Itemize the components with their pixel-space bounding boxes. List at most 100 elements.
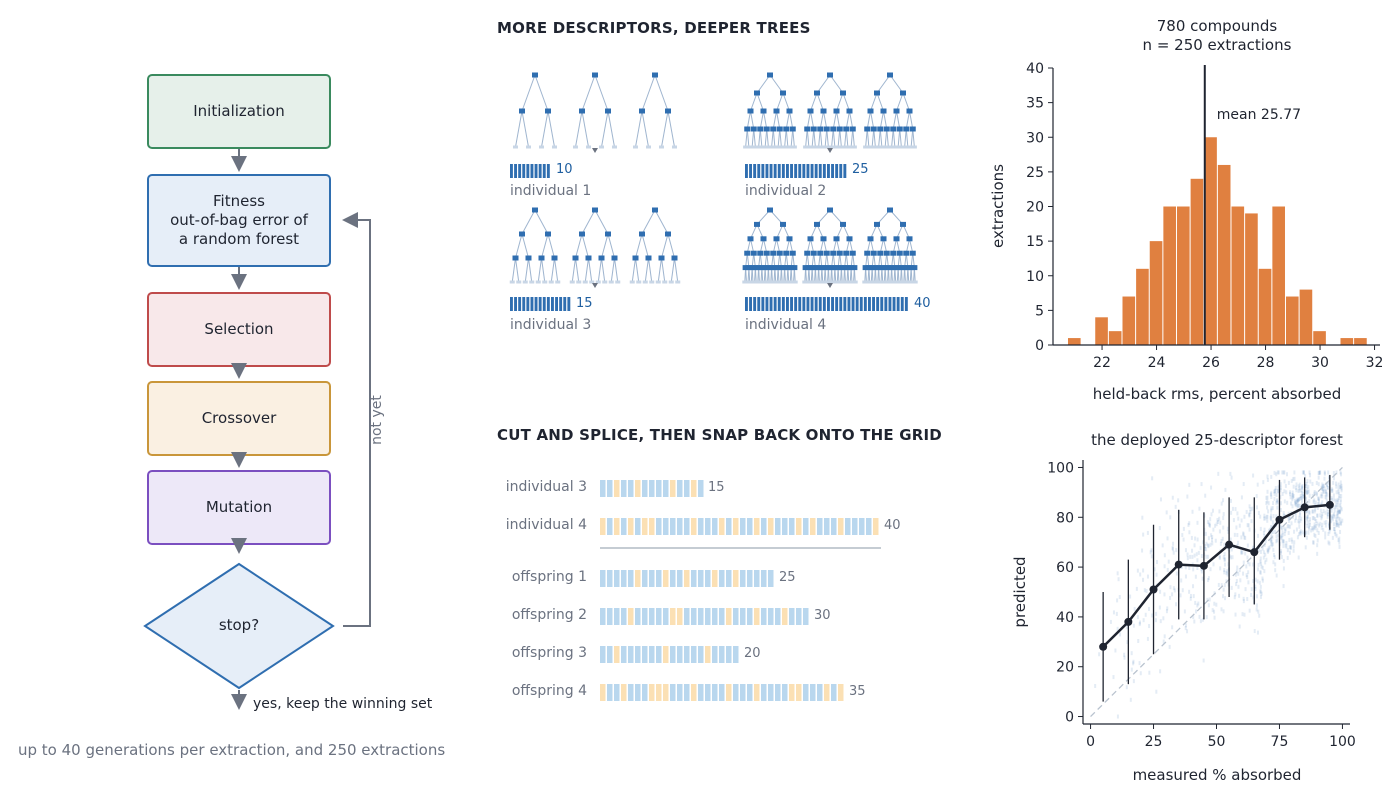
scatter-point — [1146, 636, 1149, 641]
scatter-point — [1339, 470, 1342, 475]
scatter-point — [1316, 513, 1319, 518]
scatter-point — [1189, 593, 1192, 598]
scatter-point — [1258, 547, 1261, 552]
scatter-point — [1266, 489, 1269, 494]
scatter-point — [1322, 509, 1325, 514]
scatter-point — [1335, 499, 1338, 504]
scatter-point — [1283, 470, 1286, 475]
scatter-point — [1262, 550, 1265, 555]
scatter-point — [1339, 484, 1342, 489]
scatter-point — [1313, 517, 1316, 522]
scatter-point — [1238, 624, 1241, 629]
scatter-point — [1340, 483, 1343, 488]
scatter-point — [1169, 595, 1172, 600]
parent-count-individual-3: 15 — [708, 480, 725, 495]
scatter-point — [1272, 553, 1275, 558]
scatter-point — [1200, 553, 1203, 558]
offspring-label-2: offspring 2 — [511, 607, 587, 623]
scatter-point — [1215, 522, 1218, 527]
scatter-point — [1282, 543, 1285, 548]
scatter-point — [1276, 470, 1279, 475]
scatter-point — [1158, 605, 1161, 610]
scatter-point — [1247, 523, 1250, 528]
scatter-point — [1339, 529, 1342, 534]
scatter-point — [1230, 547, 1233, 552]
scatter-point — [1279, 488, 1282, 493]
scatter-point — [1287, 514, 1290, 519]
scatter-point — [1175, 548, 1178, 553]
scatter-point — [1259, 526, 1262, 531]
scatter-point — [1276, 498, 1279, 503]
scatter-point — [1272, 542, 1275, 547]
scatter-point — [1181, 588, 1184, 593]
scatter-point — [1279, 535, 1282, 540]
scatter-point — [1151, 476, 1154, 481]
scatter-point — [1192, 567, 1195, 572]
scatter-point — [1229, 537, 1232, 542]
scatter-point — [1334, 498, 1337, 503]
scatter-point — [1297, 503, 1300, 508]
scatter-point — [1262, 555, 1265, 560]
scatter-point — [1316, 521, 1319, 526]
scatter-point — [1326, 507, 1329, 512]
scatter-point — [1335, 504, 1338, 509]
scatter-point — [1222, 498, 1225, 503]
histogram-bar — [1313, 331, 1326, 345]
scatter-point — [1162, 639, 1165, 644]
scatter-point — [1223, 552, 1226, 557]
scatter-point — [1274, 568, 1277, 573]
scatter-point — [1306, 490, 1309, 495]
scatter-point — [1335, 484, 1338, 489]
scatter-point — [1316, 538, 1319, 543]
scatter-point — [1207, 554, 1210, 559]
scatter-point — [1240, 550, 1243, 555]
scatter-x-tick-label: 50 — [1208, 734, 1226, 750]
scatter-point — [1233, 595, 1236, 600]
histogram-y-tick-label: 40 — [1026, 61, 1044, 77]
scatter-point — [1327, 470, 1330, 475]
tree-3-2 — [569, 207, 621, 284]
scatter-point — [1180, 578, 1183, 583]
scatter-point — [1305, 509, 1308, 514]
scatter-point — [1218, 555, 1221, 560]
descriptor-bar-3 — [510, 297, 571, 311]
scatter-point — [1292, 484, 1295, 489]
scatter-point — [1325, 496, 1328, 501]
histogram-bar — [1354, 338, 1367, 345]
scatter-point — [1282, 584, 1285, 589]
scatter-point — [1309, 479, 1312, 484]
scatter-point — [1188, 521, 1191, 526]
scatter-point — [1226, 572, 1229, 577]
scatter-point — [1333, 514, 1336, 519]
scatter-point — [1219, 520, 1222, 525]
scatter-point — [1171, 495, 1174, 500]
scatter-point — [1196, 520, 1199, 525]
scatter-point — [1292, 548, 1295, 553]
scatter-point — [1299, 531, 1302, 536]
scatter-point — [1126, 640, 1129, 645]
histogram-bar — [1299, 289, 1313, 345]
scatter-point — [1135, 586, 1138, 591]
scatter-point — [1098, 652, 1101, 657]
scatter-point — [1291, 504, 1294, 509]
scatter-point — [1147, 606, 1150, 611]
scatter-point — [1310, 528, 1313, 533]
scatter-point — [1232, 518, 1235, 523]
scatter-point — [1298, 510, 1301, 515]
scatter-point — [1288, 545, 1291, 550]
scatter-point — [1338, 544, 1341, 549]
scatter-point — [1234, 592, 1237, 597]
offspring-count-2: 30 — [814, 608, 831, 623]
scatter-point — [1339, 505, 1342, 510]
scatter-point — [1212, 562, 1215, 567]
scatter-point — [1138, 622, 1141, 627]
scatter-point — [1246, 560, 1249, 565]
scatter-point — [1268, 528, 1271, 533]
scatter-point — [1296, 535, 1299, 540]
scatter-point — [1318, 523, 1321, 528]
tree-4-2 — [802, 207, 858, 284]
scatter-point — [1274, 529, 1277, 534]
decision-label: stop? — [218, 616, 260, 634]
scatter-point — [1257, 567, 1260, 572]
scatter-point — [1155, 611, 1158, 616]
